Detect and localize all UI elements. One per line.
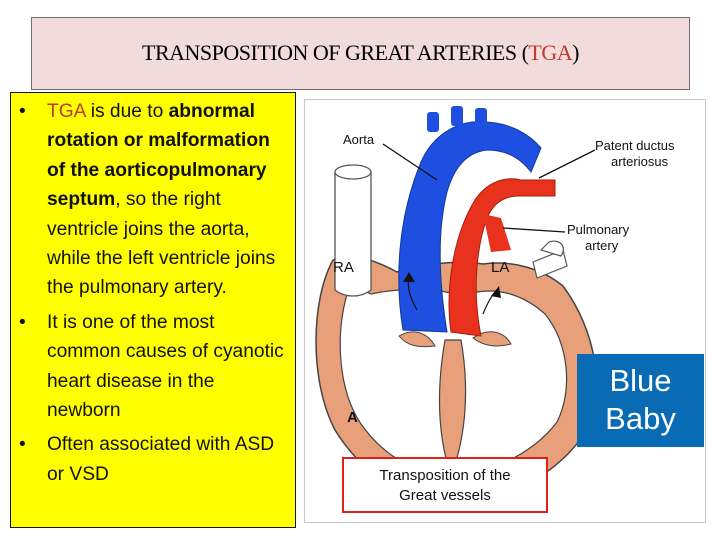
- arrowhead-right: [403, 272, 415, 282]
- bullet-panel: TGA is due to abnormal rotation or malfo…: [10, 92, 296, 528]
- label-pda-2: arteriosus: [611, 154, 669, 169]
- aortic-branch-3: [475, 108, 487, 128]
- bullet-item: Often associated with ASD or VSD: [19, 430, 291, 489]
- bullet-text: is due to: [85, 101, 169, 122]
- title-suffix: ): [572, 40, 579, 65]
- label-ra: RA: [333, 259, 354, 276]
- title-text: TRANSPOSITION OF GREAT ARTERIES (: [142, 40, 529, 65]
- aorta-vessel: [398, 121, 542, 333]
- label-pda-1: Patent ductus: [595, 138, 675, 153]
- aortic-branch-2: [451, 106, 463, 126]
- label-panel: A: [347, 409, 358, 426]
- label-la: LA: [491, 259, 509, 276]
- slide-title: TRANSPOSITION OF GREAT ARTERIES (TGA): [32, 40, 689, 66]
- arrowhead-left: [491, 286, 501, 298]
- pulmonary-vein-lower: [539, 240, 564, 257]
- title-box: TRANSPOSITION OF GREAT ARTERIES (TGA): [31, 17, 690, 90]
- label-pa-2: artery: [585, 238, 619, 253]
- heart-diagram-svg: Aorta Patent ductus arteriosus Pulmonary…: [315, 106, 675, 513]
- blue-baby-badge: Blue Baby: [577, 354, 704, 447]
- caption-box: [342, 457, 548, 513]
- pointer-pa: [502, 227, 566, 233]
- vena-cava: [334, 171, 372, 297]
- bullet-text: TGA: [47, 101, 86, 122]
- title-acronym: TGA: [528, 40, 573, 65]
- badge-line-2: Baby: [605, 401, 676, 436]
- caption-line-2: Great vessels: [399, 487, 491, 504]
- pulmonary-branch: [483, 214, 511, 252]
- bullet-item: TGA is due to abnormal rotation or malfo…: [19, 97, 291, 303]
- valve-left: [398, 331, 436, 348]
- pointer-aorta: [382, 143, 438, 181]
- bullet-list: TGA is due to abnormal rotation or malfo…: [19, 97, 291, 494]
- caption-line-1: Transposition of the: [379, 467, 510, 484]
- pointer-pda: [538, 149, 596, 179]
- bullet-item: It is one of the most common causes of c…: [19, 308, 291, 426]
- vena-cava-top: [334, 164, 372, 180]
- valve-right: [472, 331, 512, 347]
- bullet-text: It is one of the most common causes of c…: [47, 311, 284, 422]
- label-aorta: Aorta: [343, 132, 375, 147]
- aortic-branch-1: [427, 112, 439, 132]
- label-pa-1: Pulmonary: [567, 222, 630, 237]
- bullet-text: Often associated with ASD or VSD: [47, 434, 275, 485]
- bullet-text: abnormal rotation or malformation of the…: [47, 101, 270, 211]
- bullet-text: , so the right ventricle joins the aorta…: [47, 189, 276, 299]
- badge-line-1: Blue: [609, 363, 672, 398]
- heart-diagram: Aorta Patent ductus arteriosus Pulmonary…: [304, 99, 706, 523]
- pulmonary-artery-vessel: [448, 178, 556, 337]
